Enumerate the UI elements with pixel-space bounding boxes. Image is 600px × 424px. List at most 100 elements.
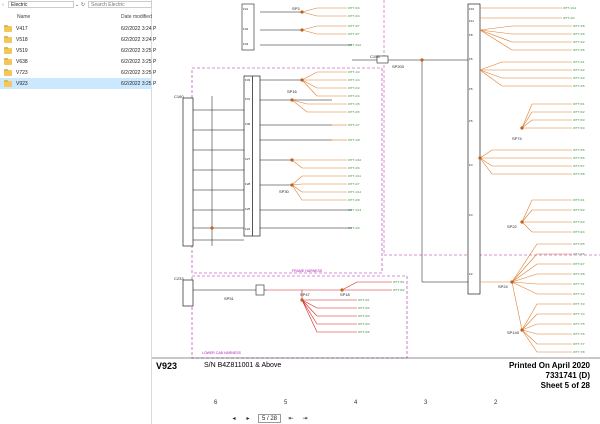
svg-text:F5: F5 xyxy=(469,87,473,91)
fuse-block-right xyxy=(467,3,481,295)
svg-text:WTT-5/8: WTT-5/8 xyxy=(573,172,585,176)
folder-name: V723 xyxy=(16,70,28,76)
svg-text:WTT-5/2: WTT-5/2 xyxy=(573,110,585,114)
svg-text:SP18: SP18 xyxy=(340,292,351,297)
back-icon[interactable]: ‹ xyxy=(2,1,4,8)
svg-text:WTT-7/8: WTT-7/8 xyxy=(573,350,585,354)
svg-text:WTT-9/4: WTT-9/4 xyxy=(358,322,370,326)
svg-text:WTT-3/4: WTT-3/4 xyxy=(348,6,360,10)
svg-text:WTT-2/8: WTT-2/8 xyxy=(348,198,360,202)
svg-text:WTT-4/5: WTT-4/5 xyxy=(573,84,585,88)
svg-text:WTT-6/4: WTT-6/4 xyxy=(573,230,585,234)
grid-column-number: 4 xyxy=(354,400,358,406)
svg-text:F5: F5 xyxy=(469,119,473,123)
connector-block-left xyxy=(182,97,194,247)
svg-text:WTT-5/7: WTT-5/7 xyxy=(573,164,585,168)
svg-text:WTT-4/3: WTT-4/3 xyxy=(573,76,585,80)
svg-text:WTT-4/1: WTT-4/1 xyxy=(573,60,585,64)
lower-cab-harness-label: LOWER CAB HARNESS xyxy=(202,351,242,355)
svg-text:WTT-7/3: WTT-7/3 xyxy=(573,302,585,306)
svg-text:SP74: SP74 xyxy=(512,136,523,141)
svg-text:WTT-7/6: WTT-7/6 xyxy=(573,332,585,336)
folder-name: V518 xyxy=(16,37,28,43)
svg-text:WTT-1/4: WTT-1/4 xyxy=(348,78,360,82)
column-name-header[interactable]: Name xyxy=(17,14,31,20)
list-item[interactable]: V723 6/2/2022 3:25 P xyxy=(0,67,156,78)
svg-text:F6: F6 xyxy=(469,57,473,61)
svg-text:WTT-8/1: WTT-8/1 xyxy=(393,280,405,284)
svg-text:WTT-7/5: WTT-7/5 xyxy=(573,322,585,326)
svg-text:WTT-3/10: WTT-3/10 xyxy=(348,43,362,47)
svg-text:F30: F30 xyxy=(245,122,251,126)
refresh-icon[interactable]: ↻ xyxy=(80,1,86,8)
grid-column-number: 5 xyxy=(284,400,288,406)
svg-text:SP140: SP140 xyxy=(507,330,520,335)
folder-date: 6/2/2022 3:25 P xyxy=(121,70,157,76)
folder-list: V417 6/2/2022 3:24 P V518 6/2/2022 3:24 … xyxy=(0,23,156,89)
svg-text:C160: C160 xyxy=(174,94,184,99)
list-item[interactable]: V519 6/2/2022 3:25 P xyxy=(0,45,156,56)
svg-text:WTT-5/4: WTT-5/4 xyxy=(573,126,585,130)
svg-text:WTT-6/7: WTT-6/7 xyxy=(573,262,585,266)
list-item-selected[interactable]: V923 6/2/2022 3:25 P xyxy=(0,78,156,89)
svg-text:SP22: SP22 xyxy=(507,224,518,229)
frame-harness-label: FRAME HARNESS xyxy=(292,269,323,273)
svg-text:WTT-2/5: WTT-2/5 xyxy=(348,110,360,114)
svg-text:WTT-9/3: WTT-9/3 xyxy=(358,314,370,318)
column-date-header[interactable]: Date modified xyxy=(121,14,152,20)
explorer-toolbar: ‹ Electric ⌄ ↻ Search Electric xyxy=(0,0,152,9)
svg-text:WTT-7/4: WTT-7/4 xyxy=(573,312,585,316)
folder-icon xyxy=(4,25,12,32)
frame-harness-boundary xyxy=(191,67,383,274)
svg-text:WTT-7/2: WTT-7/2 xyxy=(573,292,585,296)
svg-text:WTT-2/6: WTT-2/6 xyxy=(348,166,360,170)
folder-icon xyxy=(4,36,12,43)
folder-name: V923 xyxy=(16,81,28,87)
svg-text:F31: F31 xyxy=(245,97,251,101)
wire-group-right xyxy=(479,7,572,353)
address-bar[interactable]: Electric xyxy=(8,1,74,8)
svg-text:WTT-6/8: WTT-6/8 xyxy=(573,272,585,276)
svg-text:WTT-7/1: WTT-7/1 xyxy=(573,282,585,286)
svg-text:WTT-9/2: WTT-9/2 xyxy=(358,306,370,310)
svg-text:WTT-4/7: WTT-4/7 xyxy=(348,32,360,36)
svg-text:WTT-1/13: WTT-1/13 xyxy=(348,208,362,212)
folder-date: 6/2/2022 3:25 P xyxy=(121,59,157,65)
next-page-icon[interactable]: ▸ xyxy=(246,415,250,422)
svg-text:F11: F11 xyxy=(469,19,474,23)
svg-text:F27: F27 xyxy=(245,157,251,161)
folder-date: 6/2/2022 3:25 P xyxy=(121,81,157,87)
list-item[interactable]: V417 6/2/2022 3:24 P xyxy=(0,23,156,34)
svg-text:SP3: SP3 xyxy=(292,6,300,11)
folder-name: V417 xyxy=(16,26,28,32)
svg-text:WTT-3/9: WTT-3/9 xyxy=(573,32,585,36)
svg-text:WTT-3/6: WTT-3/6 xyxy=(573,48,585,52)
svg-text:WTT-6/6: WTT-6/6 xyxy=(573,252,585,256)
svg-text:WTT-4/2: WTT-4/2 xyxy=(573,68,585,72)
svg-text:F4: F4 xyxy=(469,163,473,167)
first-page-icon[interactable]: ⇤ xyxy=(288,415,294,422)
folder-icon xyxy=(4,47,12,54)
search-input[interactable]: Search Electric xyxy=(88,1,152,8)
document-number: 7331741 (D) xyxy=(545,371,590,380)
last-page-icon[interactable]: ⇥ xyxy=(302,415,308,422)
previous-page-icon[interactable]: ◂ xyxy=(232,415,236,422)
svg-text:WTT-1/5: WTT-1/5 xyxy=(348,102,360,106)
svg-text:WTT-3/8: WTT-3/8 xyxy=(573,24,585,28)
svg-text:WTT-1/3: WTT-1/3 xyxy=(348,70,360,74)
connector-block-lower xyxy=(182,279,194,307)
svg-text:C233: C233 xyxy=(174,276,184,281)
svg-text:WTT-1/11: WTT-1/11 xyxy=(348,174,361,178)
svg-text:WTT-1/14: WTT-1/14 xyxy=(563,6,577,10)
chevron-down-icon[interactable]: ⌄ xyxy=(74,1,80,8)
svg-text:WTT-8/2: WTT-8/2 xyxy=(393,288,405,292)
list-item[interactable]: V518 6/2/2022 3:24 P xyxy=(0,34,156,45)
svg-text:WTT-1/8: WTT-1/8 xyxy=(348,138,360,142)
fuse-z1 xyxy=(255,284,265,296)
page-number-input[interactable]: 5 / 28 xyxy=(258,413,282,423)
list-item[interactable]: V638 6/2/2022 3:25 P xyxy=(0,56,156,67)
explorer-column-header: Name Date modified xyxy=(0,12,152,21)
wire-group-center xyxy=(291,7,347,201)
grid-column-number: 2 xyxy=(494,400,498,406)
